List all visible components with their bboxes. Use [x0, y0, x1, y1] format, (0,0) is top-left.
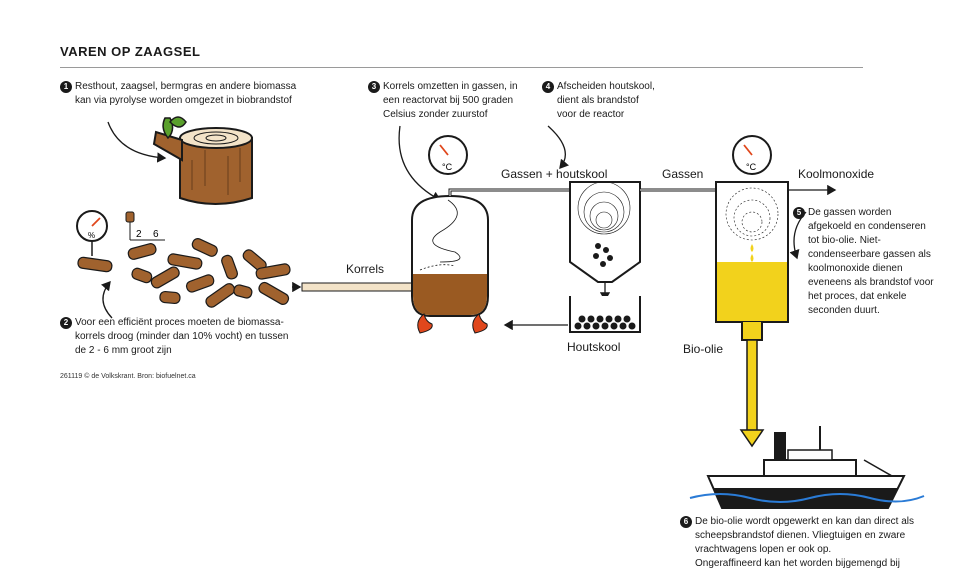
svg-text:2: 2	[136, 229, 142, 240]
step-number: 4	[542, 81, 554, 93]
step-number: 5	[793, 207, 805, 219]
size-scale-icon: 2 6	[125, 211, 165, 241]
page-title: VAREN OP ZAAGSEL	[60, 44, 201, 59]
title-divider	[60, 67, 863, 68]
label-gassen-houtskool: Gassen + houtskool	[501, 167, 608, 181]
tree-stump-icon	[152, 116, 253, 205]
bio-oil-pipe	[739, 339, 765, 448]
cyclone-separator	[569, 181, 641, 302]
step-3: 3 Korrels omzetten in gassen, in een rea…	[368, 80, 558, 122]
moisture-gauge-icon: %	[76, 210, 108, 256]
source-credit: 261119 © de Volkskrant. Bron: biofuelnet…	[60, 373, 196, 380]
temperature-gauge-icon-2: °C	[732, 135, 772, 175]
label-korrels: Korrels	[346, 262, 385, 276]
step-1: 1 Resthout, zaagsel, bermgras en andere …	[60, 80, 360, 108]
label-houtskool: Houtskool	[567, 340, 621, 354]
step-text: De gassen worden afgekoeld en condensere…	[808, 207, 934, 316]
step-2: 2 Voor een efficiënt proces moeten de bi…	[60, 316, 320, 358]
label-gassen: Gassen	[662, 167, 704, 181]
svg-text:%: %	[88, 231, 95, 240]
biomass-pellets-icon	[77, 238, 291, 308]
step-number: 1	[60, 81, 72, 93]
svg-text:°C: °C	[442, 162, 453, 172]
feed-pipe	[292, 281, 413, 293]
step-number: 2	[60, 317, 72, 329]
step-text: Afscheiden houtskool, dient als brandsto…	[557, 81, 655, 120]
step-text: Voor een efficiënt proces moeten de biom…	[75, 317, 289, 356]
step-4: 4 Afscheiden houtskool, dient als brands…	[542, 80, 702, 122]
flame-icon	[417, 313, 488, 334]
condenser	[715, 181, 789, 341]
step-6: 6 De bio-olie wordt opgewerkt en kan dan…	[680, 515, 960, 571]
char-bin	[569, 296, 641, 333]
step-number: 6	[680, 516, 692, 528]
reactor-vessel	[411, 194, 489, 317]
svg-text:°C: °C	[746, 162, 757, 172]
step-text: Resthout, zaagsel, bermgras en andere bi…	[75, 81, 297, 106]
label-bio-olie: Bio-olie	[683, 342, 724, 356]
step-5: 5 De gassen worden afgekoeld en condense…	[793, 206, 963, 318]
ship-icon	[689, 426, 925, 509]
step-number: 3	[368, 81, 380, 93]
temperature-gauge-icon-1: °C	[428, 135, 468, 175]
step-text: De bio-olie wordt opgewerkt en kan dan d…	[695, 516, 915, 569]
step-text: Korrels omzetten in gassen, in een react…	[383, 81, 518, 120]
label-koolmonoxide: Koolmonoxide	[798, 167, 875, 181]
svg-text:6: 6	[153, 229, 159, 240]
